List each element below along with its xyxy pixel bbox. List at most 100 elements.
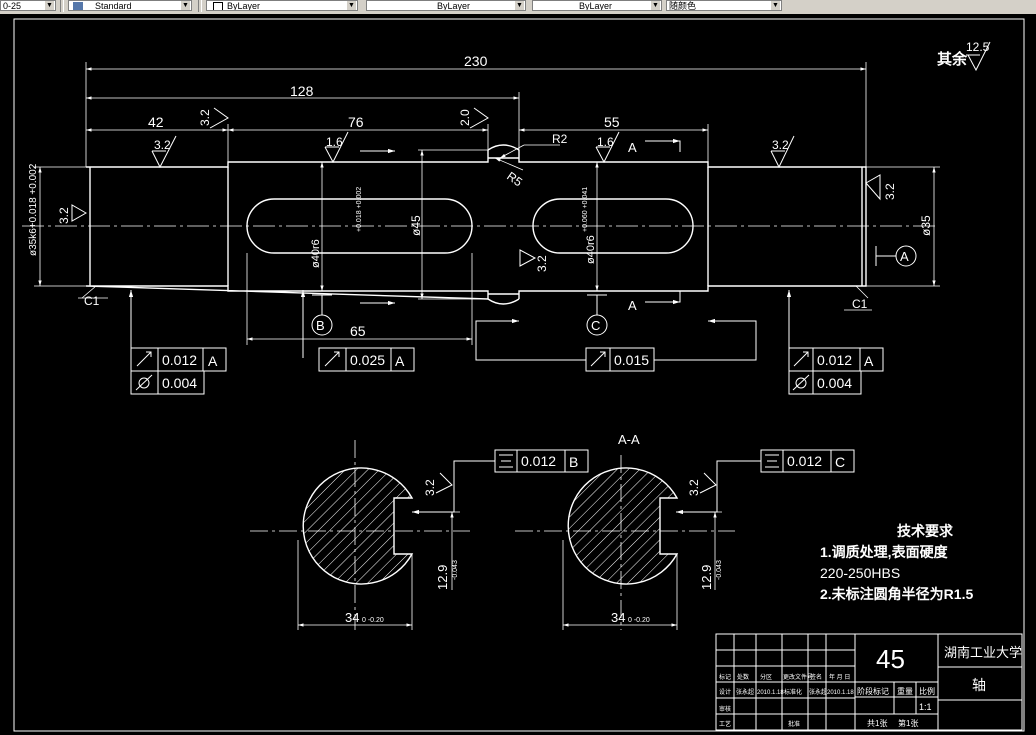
tol-center-runout: 0.015 xyxy=(614,352,649,368)
dia-45-text: ø45 xyxy=(409,215,423,236)
toolbar-separator xyxy=(60,0,64,12)
color-combo[interactable]: 随颜色 ▼ xyxy=(666,0,782,11)
chevron-down-icon[interactable]: ▼ xyxy=(45,1,54,10)
tech-req-line2: 220-250HBS xyxy=(820,565,900,581)
drawing-canvas[interactable]: A A 230 128 42 76 55 65 R2 R5 C1 C1 ø35k… xyxy=(0,14,1036,735)
tol-right-runout: 0.012 xyxy=(817,352,852,368)
symmetry-icon xyxy=(765,454,779,468)
linetype-combo[interactable]: ByLayer ▼ xyxy=(366,0,526,11)
runout-icon xyxy=(136,351,152,367)
datum-b: B xyxy=(316,318,325,333)
section-left-width: 34 xyxy=(345,610,359,625)
title-weight-label: 重量 xyxy=(897,686,913,696)
roughness-3.2-d: 3.2 xyxy=(57,207,71,224)
section-view-left xyxy=(250,440,470,630)
symmetry-icon xyxy=(499,454,513,468)
tol-left-runout-datum: A xyxy=(208,353,218,369)
tol-sym-c-datum: C xyxy=(835,454,845,470)
chevron-down-icon[interactable]: ▼ xyxy=(515,1,524,10)
title-material: 45 xyxy=(876,644,905,674)
cylindricity-icon xyxy=(792,374,810,391)
title-sheet-no: 第1张 xyxy=(898,718,918,728)
dia-35-text: ø35 xyxy=(919,215,933,236)
title-block xyxy=(715,633,1023,731)
title-school: 湖南工业大学 xyxy=(944,645,1022,660)
dia-40r6-right-text: ø40r6 xyxy=(585,235,597,264)
layer-combo[interactable]: ByLayer ▼ xyxy=(206,0,358,11)
textstyle-combo-value: Standard xyxy=(95,1,132,11)
title-stage-label: 阶段标记 xyxy=(857,686,889,696)
chevron-down-icon[interactable]: ▼ xyxy=(651,1,660,10)
tb-approve: 批准 xyxy=(788,720,800,728)
dim-42-text: 42 xyxy=(148,114,164,130)
roughness-3.2-e: 3.2 xyxy=(883,183,897,200)
tol-left-cyl: 0.004 xyxy=(162,375,197,391)
layer-combo-value: ByLayer xyxy=(227,1,261,11)
roughness-rest-value: 12.5 xyxy=(966,40,990,54)
cylindricity-icon xyxy=(135,374,153,391)
tol-mid-runout: 0.025 xyxy=(350,352,385,368)
runout-icon xyxy=(793,351,809,367)
toolbar-separator xyxy=(198,0,202,12)
section-mark-a-top: A xyxy=(628,140,637,155)
lineweight-combo[interactable]: ByLayer ▼ xyxy=(532,0,662,11)
roughness-rest-label: 其余 xyxy=(937,50,968,68)
tb-h-sign: 签名 xyxy=(810,673,822,681)
tb-review: 审核 xyxy=(719,705,731,713)
dia-40r6-left-text: ø40r6 xyxy=(310,239,322,268)
textstyle-combo[interactable]: Standard ▼ xyxy=(68,0,192,11)
section-right-width-tol: 0 -0.20 xyxy=(628,617,650,624)
tech-req-line3: 2.未标注圆角半径为R1.5 xyxy=(820,586,973,602)
tol-sym-b: 0.012 xyxy=(521,453,556,469)
dia-35k6-text: ø35k6+0.018 +0.002 xyxy=(28,163,39,256)
title-scale: 1:1 xyxy=(919,702,932,712)
tb-designer: 张永超 xyxy=(736,688,754,696)
chevron-down-icon[interactable]: ▼ xyxy=(771,1,780,10)
shaft-outline xyxy=(85,144,867,305)
tb-std-date: 2010.1.18 xyxy=(827,690,854,696)
engineering-drawing: A A 230 128 42 76 55 65 R2 R5 C1 C1 ø35k… xyxy=(13,18,1025,732)
textstyle-icon xyxy=(73,2,83,10)
roughness-3.2-c: 3.2 xyxy=(772,138,789,152)
tb-h-change: 更改文件号 xyxy=(783,673,813,681)
dim-76-text: 76 xyxy=(348,114,364,130)
radius-r2-text: R2 xyxy=(552,132,568,146)
dim-55-text: 55 xyxy=(604,114,620,130)
scale-combo-value: 0-25 xyxy=(3,1,22,11)
roughness-3.2-g: 3.2 xyxy=(423,479,437,496)
tb-std: 标准化 xyxy=(784,688,802,696)
tb-std-name: 张永超 xyxy=(809,688,827,696)
title-part: 轴 xyxy=(972,677,986,693)
tol-right-cyl: 0.004 xyxy=(817,375,852,391)
tb-h-date: 年 月 日 xyxy=(829,673,850,681)
fit-tol-left: +0.018 +0.002 xyxy=(356,187,363,232)
tb-process: 工艺 xyxy=(719,720,731,728)
linetype-combo-value: ByLayer xyxy=(437,1,471,11)
section-right-depth: 12.9 xyxy=(699,565,714,590)
chevron-down-icon[interactable]: ▼ xyxy=(347,1,356,10)
scale-combo[interactable]: 0-25 ▼ xyxy=(0,0,56,11)
tol-left-runout: 0.012 xyxy=(162,352,197,368)
radius-r5-text: R5 xyxy=(504,169,525,189)
color-combo-value: 随颜色 xyxy=(669,1,697,11)
chamfer-c1-left: C1 xyxy=(84,294,100,308)
tol-sym-b-datum: B xyxy=(569,454,578,470)
title-ratio-label: 比例 xyxy=(919,686,935,696)
lineweight-combo-value: ByLayer xyxy=(579,1,613,11)
tb-h-count: 处数 xyxy=(737,673,749,681)
chevron-down-icon[interactable]: ▼ xyxy=(181,1,190,10)
section-title-aa: A-A xyxy=(618,432,640,447)
fit-tol-right: +0.060 +0.041 xyxy=(582,187,589,232)
section-left-depth-tol: -0.043 xyxy=(452,560,459,580)
tb-design: 设计 xyxy=(719,688,731,696)
section-mark-a-bottom: A xyxy=(628,298,637,313)
section-right-depth-tol: -0.043 xyxy=(716,560,723,580)
tb-h-zone: 分区 xyxy=(760,673,772,681)
toolbar: 0-25 ▼ Standard ▼ ByLayer ▼ ByLayer ▼ ByLaye… xyxy=(0,0,1036,15)
tol-mid-runout-datum: A xyxy=(395,353,405,369)
roughness-3.2-f: 3.2 xyxy=(535,255,549,272)
roughness-1.6-b: 1.6 xyxy=(597,135,614,149)
tb-h-mark: 标记 xyxy=(719,673,731,681)
layer-color-swatch xyxy=(213,2,223,10)
section-left-width-tol: 0 -0.20 xyxy=(362,617,384,624)
